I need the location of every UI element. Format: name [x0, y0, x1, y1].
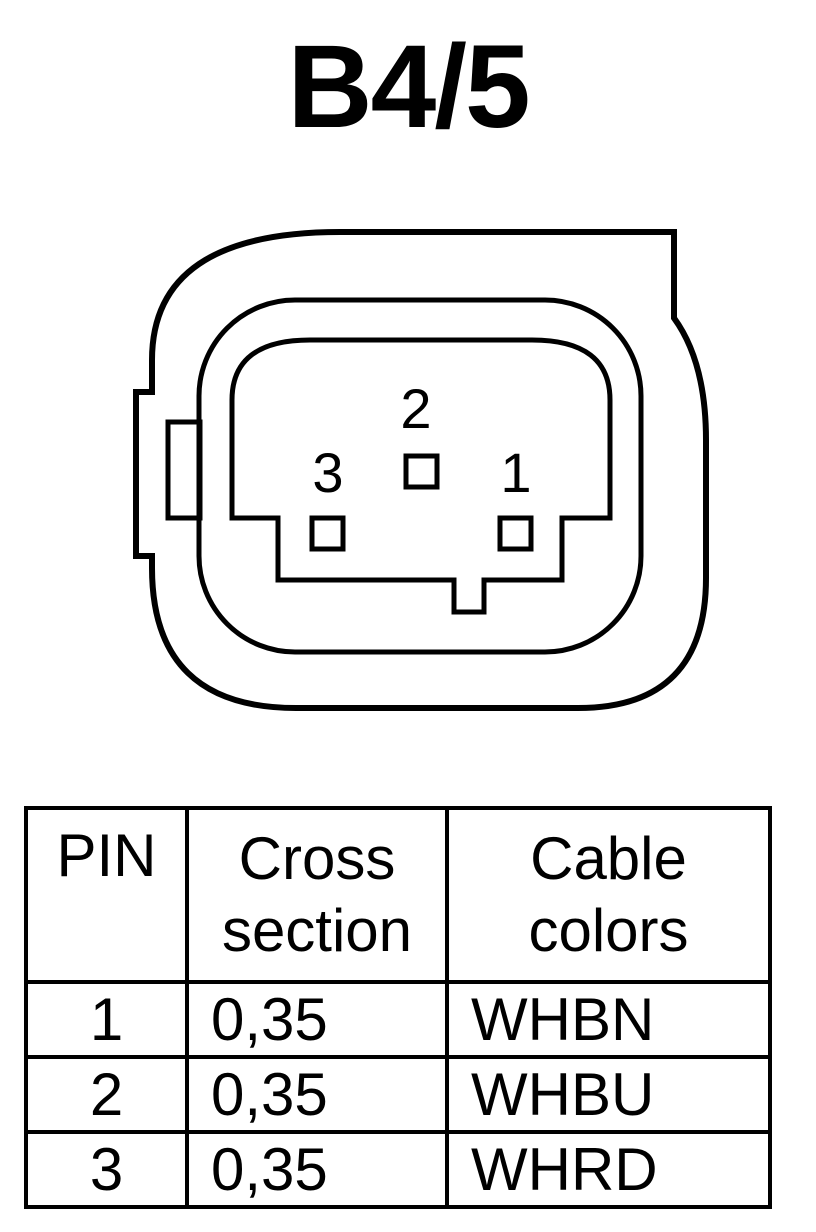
pin-1-label: 1 — [500, 441, 531, 504]
pin-2-label: 2 — [400, 377, 431, 440]
cell-cross-section: 0,35 — [185, 980, 449, 1059]
connector-pin-cavity — [229, 337, 613, 615]
header-pin: PIN — [24, 806, 189, 984]
cell-cable-color: WHBN — [445, 980, 772, 1059]
table-header-row: PIN Cross section Cable colors — [24, 806, 772, 984]
pin-3-label: 3 — [312, 441, 343, 504]
cell-pin: 1 — [24, 980, 189, 1059]
header-cable-colors: Cable colors — [445, 806, 772, 984]
pin-3-socket — [309, 515, 346, 552]
table-row: 1 0,35 WHBN — [24, 980, 772, 1059]
header-cross-section: Cross section — [185, 806, 449, 984]
cell-pin: 2 — [24, 1055, 189, 1134]
pin-2-socket — [403, 453, 440, 490]
connector-latch — [165, 419, 203, 521]
pin-1-socket — [497, 515, 534, 552]
cell-cross-section: 0,35 — [185, 1055, 449, 1134]
connector-housing-outline — [133, 229, 709, 711]
connector-diagram: 1 2 3 — [133, 229, 709, 711]
pin-assignment-table: PIN Cross section Cable colors 1 0,35 WH… — [24, 806, 772, 1209]
table-row: 3 0,35 WHRD — [24, 1130, 772, 1209]
cell-cable-color: WHRD — [445, 1130, 772, 1209]
connector-inner-wall — [196, 297, 644, 655]
cell-cable-color: WHBU — [445, 1055, 772, 1134]
cell-cross-section: 0,35 — [185, 1130, 449, 1209]
connector-title: B4/5 — [287, 21, 530, 153]
cell-pin: 3 — [24, 1130, 189, 1209]
table-row: 2 0,35 WHBU — [24, 1055, 772, 1134]
